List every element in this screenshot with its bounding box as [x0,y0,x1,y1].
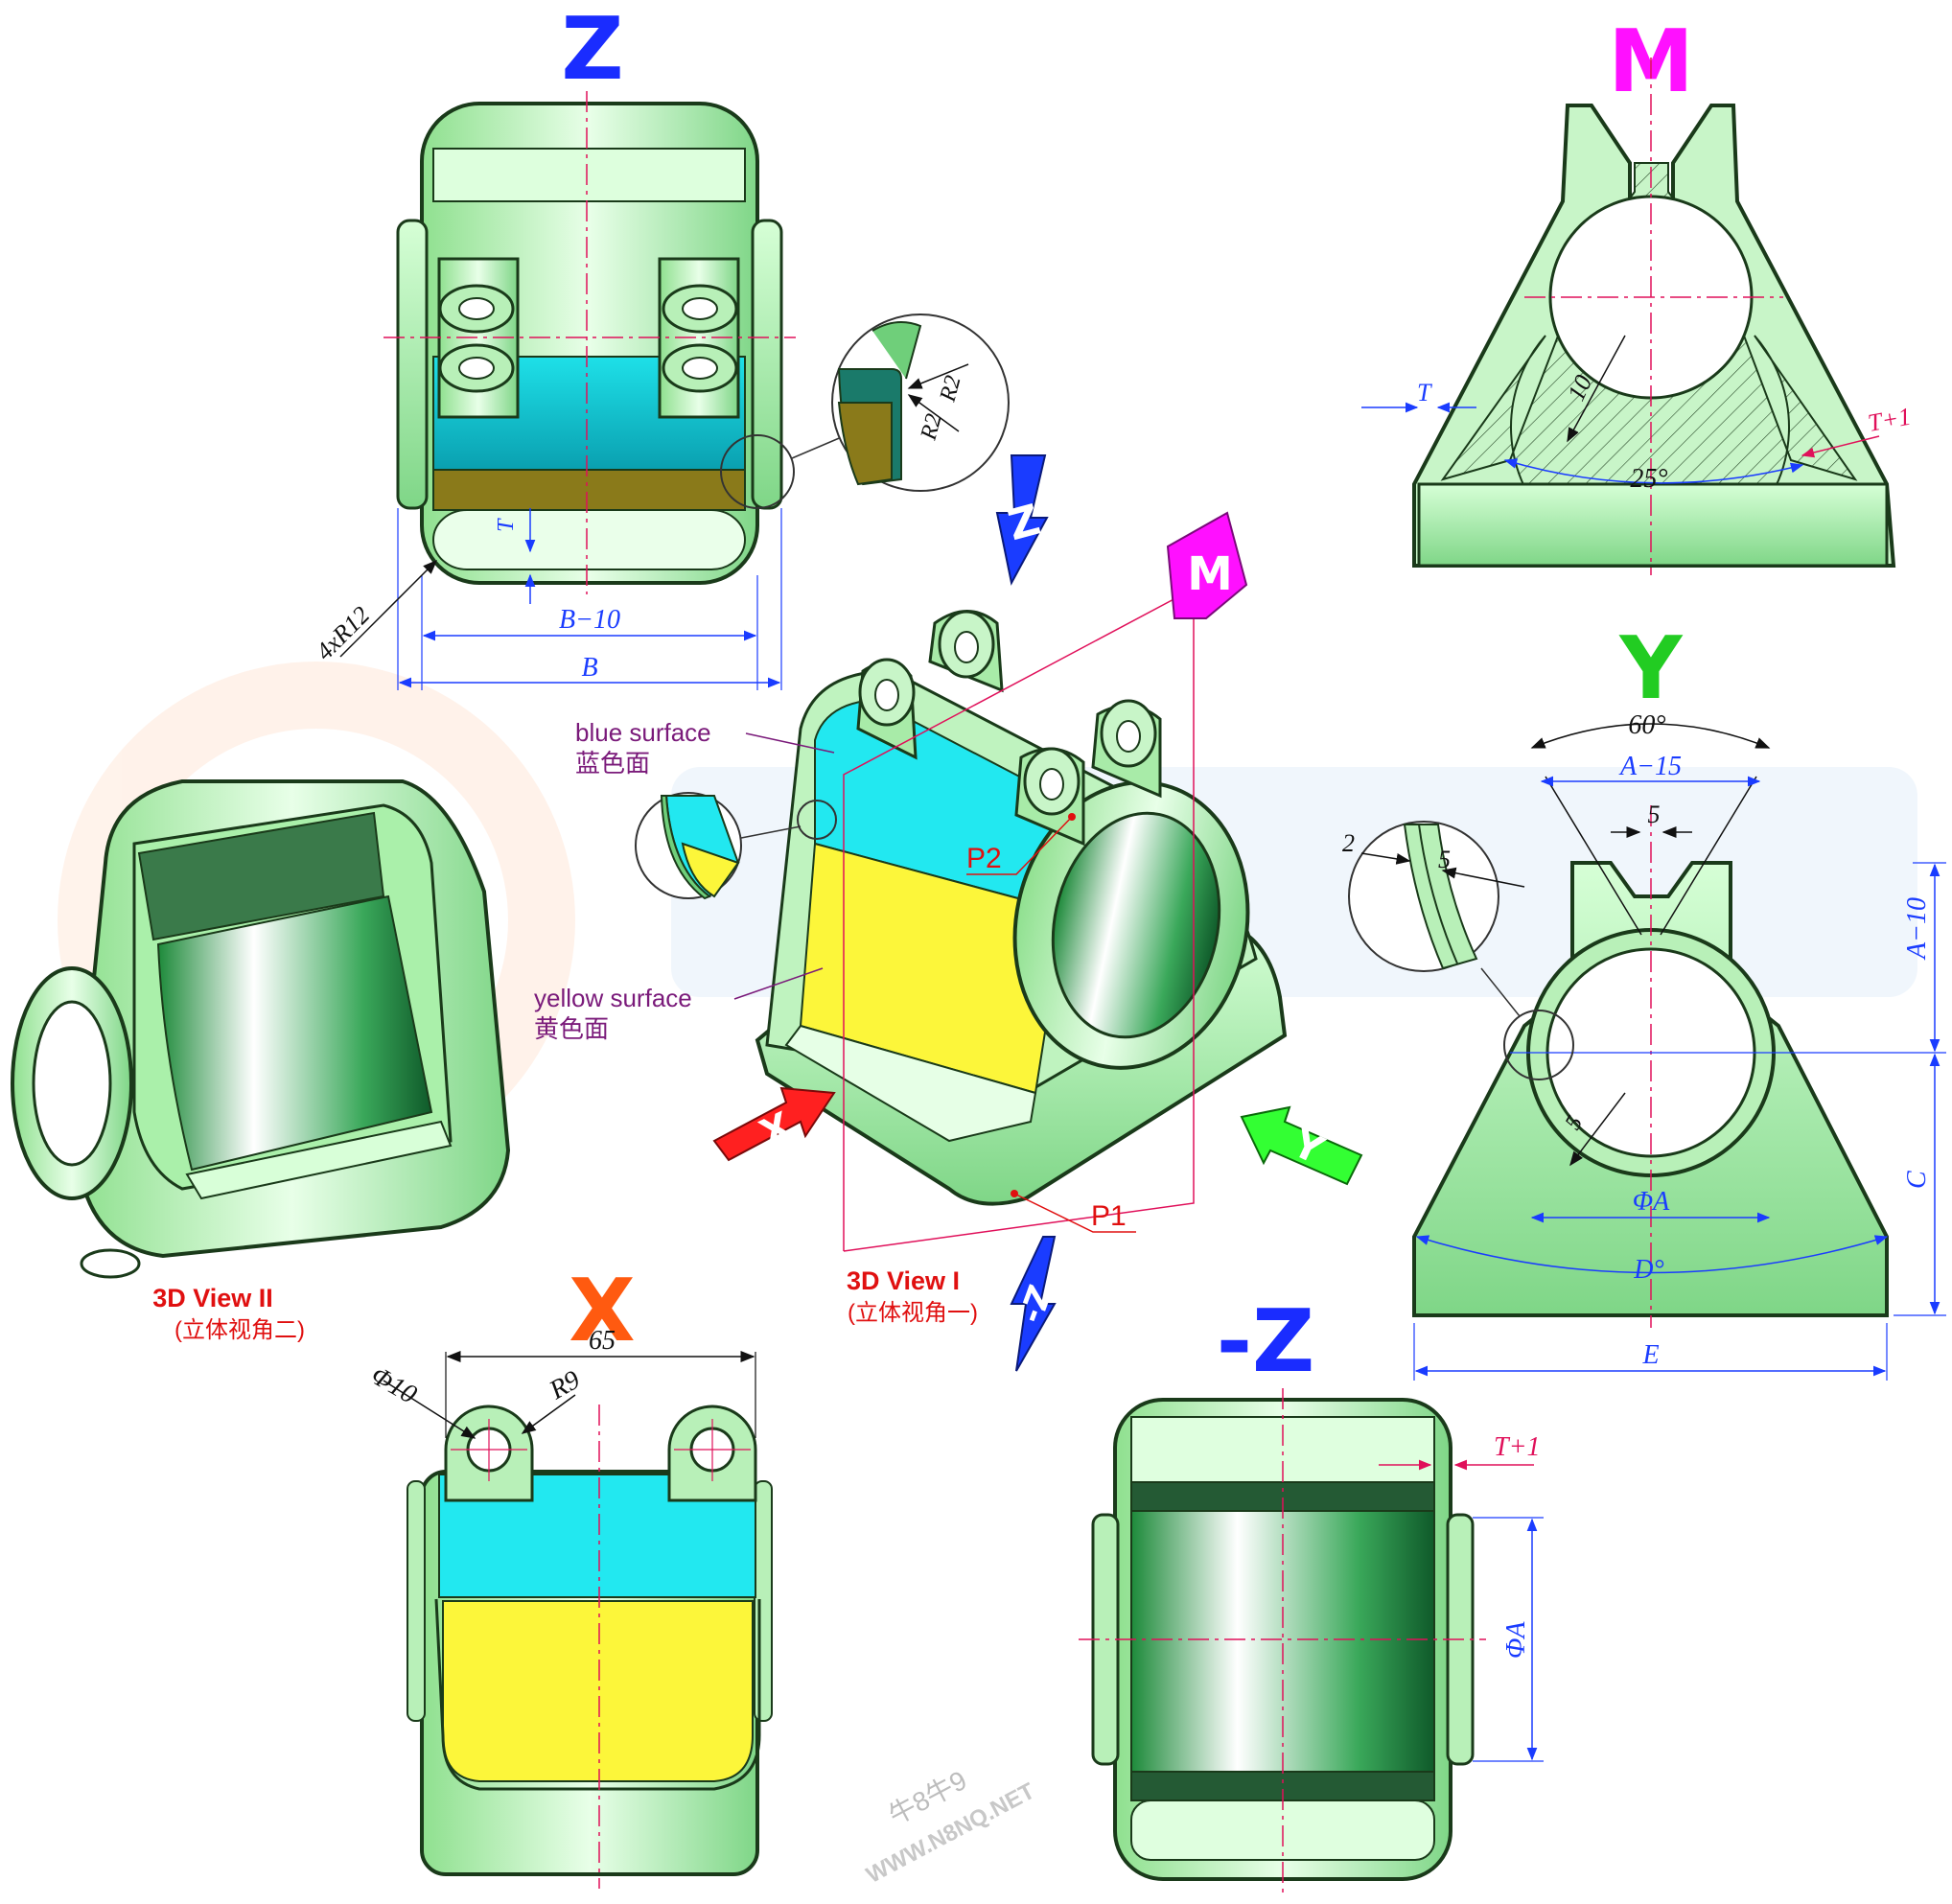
dim-b-minus: B−10 [559,605,620,635]
z-detail-zoom: R2 R2 [831,313,1010,492]
arrow-y: Y [1240,1105,1363,1186]
v1-lugs [856,610,1162,847]
dim-y-d: D° [1633,1255,1663,1285]
view-3d-2: 3D View II (立体视角二) [11,779,511,1343]
view-x: X 65 Φ10 R9 [366,1261,773,1889]
dim-y-dia: ΦA [1633,1187,1670,1217]
callout-p1: P1 [1091,1200,1127,1232]
v2-curved-face [156,894,433,1172]
view-3d-1: blue surface 蓝色面 yellow surface 黄色面 P2 P… [534,595,1288,1326]
dim-negz-t1: T+1 [1494,1432,1540,1462]
dim-m-t: T [1417,379,1432,406]
view-x-title: X [569,1261,635,1361]
z-lug-right [658,257,740,419]
z-olive-surface [432,469,746,511]
site-watermark: 牛8牛9 WWW.N8NQ.NET [862,1765,1039,1889]
y-detail-zoom: 2 5 [1342,821,1525,972]
callout-yellow-en: yellow surface [534,984,692,1012]
dim-m-t1: T+1 [1866,403,1913,437]
x-yellow-surface [442,1600,754,1782]
arrow-m: M [1166,511,1248,619]
dim-y-d2: 2 [1342,829,1355,857]
caption-3d-view-2-cn: (立体视角二) [174,1317,305,1343]
v2-dark-step [137,811,385,941]
y-detail-marker [1503,1010,1574,1080]
dim-y-a10: A−10 [1902,897,1932,961]
caption-3d-view-1-cn: (立体视角一) [848,1300,978,1326]
callout-yellow-cn: 黄色面 [534,1014,609,1043]
z-top-inner [432,148,746,202]
caption-3d-view-1: 3D View I [847,1266,960,1295]
z-detail-marker [720,434,795,509]
dim-z-t: T [494,518,519,532]
dim-fillet: 4xR12 [311,601,375,665]
v1-detail-zoom [635,792,742,900]
view-z: Z B−10 B [311,0,1010,690]
view-z-title: Z [561,0,623,100]
dim-x-width: 65 [589,1326,616,1356]
v2-lug-hole [80,1248,141,1279]
callout-p2: P2 [966,843,1002,874]
dim-x-radius: R9 [544,1365,585,1406]
view-neg-z-title: -Z [1217,1291,1315,1392]
v1-bore [1051,811,1221,1039]
view-y-title: Y [1618,618,1684,719]
dim-y-angle: 60° [1628,710,1665,740]
z-bottom-inner [432,509,746,570]
dim-b: B [581,653,597,683]
v1-detail-marker [797,800,837,840]
svg-text:M: M [1187,547,1233,601]
z-left-flange [396,219,429,510]
z-right-flange [751,219,783,510]
dim-y-slot: 5 [1648,801,1661,828]
dim-negz-dia: ΦA [1501,1621,1531,1659]
dim-y-c: C [1902,1171,1932,1189]
dim-y-e: E [1641,1340,1659,1370]
dim-m-angle: 25° [1630,464,1667,494]
dim-x-hole: Φ10 [366,1360,422,1410]
view-m: M T T+1 10 25° [1361,12,1913,575]
view-y: Y 60° A−15 5 A−10 C ΦA 5 D° E [1342,618,1946,1381]
view-neg-z: -Z T+1 ΦA [1079,1291,1544,1893]
arrow-neg-z: -Z [1010,1236,1060,1372]
caption-3d-view-2: 3D View II [152,1284,273,1312]
callout-blue-en: blue surface [575,718,711,747]
callout-blue-cn: 蓝色面 [575,749,650,778]
arrow-x: X [712,1086,836,1162]
arrow-z-top: Z [995,454,1049,586]
dim-y-d5: 5 [1438,846,1451,873]
dim-y-a15: A−15 [1618,752,1682,781]
